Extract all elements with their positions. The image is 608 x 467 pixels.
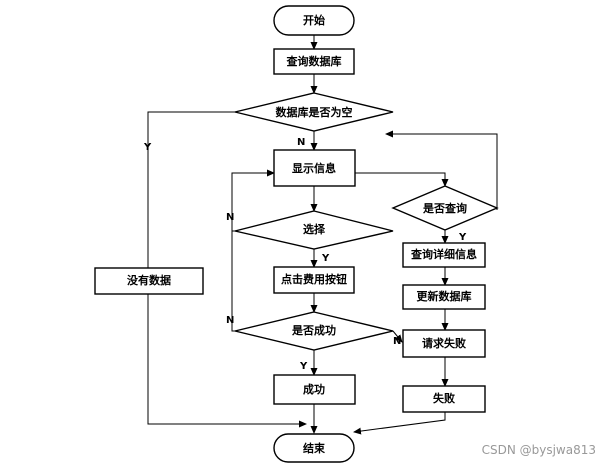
success-node: 成功 (273, 374, 356, 405)
edge-nodata-end (147, 294, 307, 428)
watermark-text: CSDN @bysjwa813 (482, 443, 596, 457)
success-yes-label: Y (299, 361, 308, 372)
is-query-yes-label: Y (458, 232, 467, 243)
end-label: 结束 (302, 441, 326, 455)
query-db-node: 查询数据库 (273, 48, 355, 75)
edge-show-isquery (355, 172, 449, 187)
start-label: 开始 (303, 13, 325, 27)
db-empty-label: 数据库是否为空 (276, 105, 353, 119)
db-empty-yes-label: Y (143, 142, 152, 153)
show-info-node: 显示信息 (273, 149, 356, 187)
select-label: 选择 (303, 222, 326, 236)
update-db-label: 更新数据库 (417, 289, 472, 303)
click-fee-node: 点击费用按钮 (273, 266, 355, 294)
edge-success-no-right (392, 330, 403, 343)
select-decision: 选择 (234, 210, 394, 250)
no-data-label: 没有数据 (127, 273, 171, 287)
success-no-right-label: N (393, 336, 401, 347)
update-db-node: 更新数据库 (402, 284, 486, 310)
show-info-label: 显示信息 (292, 161, 336, 175)
fail-label: 失败 (433, 391, 455, 405)
success-no-left-label: N (226, 315, 234, 326)
edge-fail-end (353, 412, 446, 435)
edge-isquery-loop (385, 130, 498, 210)
start-node: 开始 (273, 5, 355, 36)
edge-dbempty-yes (147, 111, 235, 268)
query-db-label: 查询数据库 (287, 54, 342, 68)
edge-labels: Y N Y N Y N N Y (143, 137, 467, 372)
is-query-label: 是否查询 (422, 201, 467, 215)
db-empty-no-label: N (297, 137, 305, 148)
db-empty-decision: 数据库是否为空 (234, 92, 394, 132)
query-detail-node: 查询详细信息 (402, 242, 486, 268)
select-no-label: N (226, 212, 234, 223)
is-success-decision: 是否成功 (234, 311, 394, 351)
is-success-label: 是否成功 (291, 323, 336, 337)
request-fail-label: 请求失败 (422, 336, 466, 350)
end-node: 结束 (273, 433, 355, 463)
edge-success-no-left (231, 231, 235, 332)
success-label: 成功 (303, 382, 325, 396)
select-yes-label: Y (321, 253, 330, 264)
no-data-node: 没有数据 (94, 267, 204, 295)
fail-node: 失败 (402, 385, 486, 413)
edge-select-no (231, 169, 275, 232)
is-query-decision: 是否查询 (391, 185, 499, 231)
query-detail-label: 查询详细信息 (411, 247, 477, 261)
edges (147, 35, 498, 435)
click-fee-label: 点击费用按钮 (281, 272, 347, 286)
request-fail-node: 请求失败 (402, 329, 486, 358)
